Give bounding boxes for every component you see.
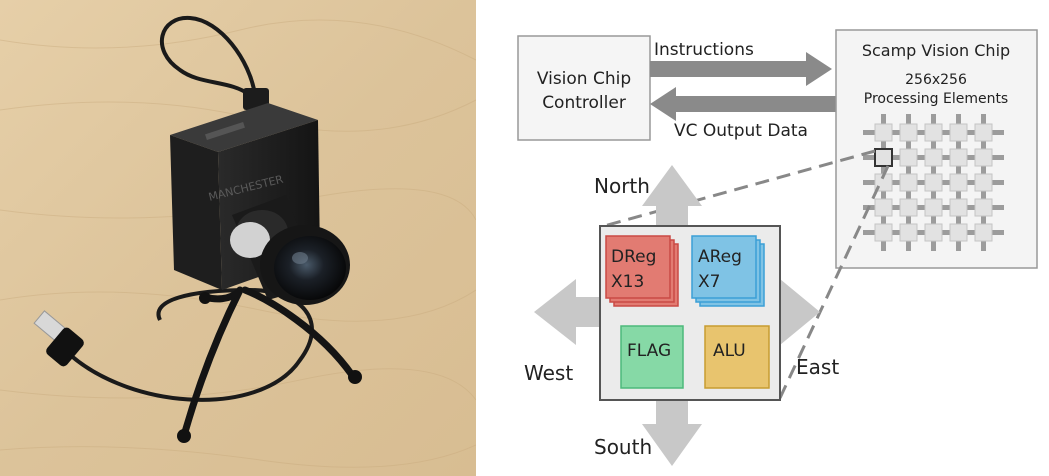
processing-element-cell [974, 173, 993, 192]
flag-label: FLAG [627, 341, 671, 361]
processing-element-cell [924, 173, 943, 192]
usb-cable [160, 15, 257, 97]
tripod-foot [177, 429, 191, 443]
processing-element-cell [899, 198, 918, 217]
north-label: North [594, 174, 650, 198]
camera-photo: MANCHESTER [0, 0, 476, 476]
north-arrow [642, 165, 702, 228]
output-arrow [650, 87, 836, 121]
processing-element-cell [949, 123, 968, 142]
areg-label-line1: AReg [698, 247, 742, 267]
processing-element-cell [874, 198, 893, 217]
camera-lens [230, 195, 350, 305]
instructions-label: Instructions [654, 40, 754, 60]
processing-element-cell [924, 223, 943, 242]
processing-element-cell [949, 173, 968, 192]
usb-plug [33, 310, 84, 367]
dreg-register-stack [605, 235, 679, 307]
west-label: West [524, 361, 573, 385]
alu-label: ALU [713, 341, 746, 361]
areg-label-line2: X7 [698, 272, 720, 292]
processing-element-cell [974, 148, 993, 167]
controller-label-line1: Vision Chip [537, 69, 631, 89]
chip-title: Scamp Vision Chip [862, 41, 1010, 60]
processing-element-grid [863, 114, 1004, 251]
processing-element-cell [899, 173, 918, 192]
output-label: VC Output Data [674, 121, 808, 141]
east-label: East [796, 355, 839, 379]
east-arrow [756, 279, 820, 345]
tripod-foot [348, 370, 362, 384]
controller-label-line2: Controller [542, 93, 626, 113]
processing-element-cell [874, 123, 893, 142]
selected-processing-element [874, 148, 893, 167]
processing-element-cell [874, 223, 893, 242]
processing-element-cell [899, 123, 918, 142]
architecture-diagram: Vision Chip Controller Instructions VC O… [517, 29, 1038, 466]
processing-element-cell [949, 223, 968, 242]
processing-element-cell [974, 198, 993, 217]
flag-block [620, 325, 684, 389]
chip-subtitle-line1: 256x256 [905, 72, 967, 88]
processing-element-cell [924, 123, 943, 142]
processing-element-cell [874, 148, 893, 167]
processing-element-cell [974, 123, 993, 142]
controller-box [517, 35, 651, 141]
dreg-label-line1: DReg [611, 247, 656, 267]
processing-element-cell [899, 148, 918, 167]
instructions-arrow [650, 52, 832, 86]
processing-element-cell [949, 198, 968, 217]
chip-subtitle-line2: Processing Elements [864, 91, 1008, 107]
processing-element-cell [924, 198, 943, 217]
processing-element-cell [974, 223, 993, 242]
alu-block [704, 325, 770, 389]
south-arrow [642, 400, 702, 466]
south-label: South [594, 435, 652, 459]
dreg-label-line2: X13 [611, 272, 644, 292]
zoom-line-top [603, 149, 876, 228]
west-arrow [534, 279, 600, 345]
processing-element-cell [924, 148, 943, 167]
processing-element-cell [949, 148, 968, 167]
tripod-foot [199, 292, 211, 304]
processing-element-cell [899, 223, 918, 242]
areg-register-stack [691, 235, 765, 307]
